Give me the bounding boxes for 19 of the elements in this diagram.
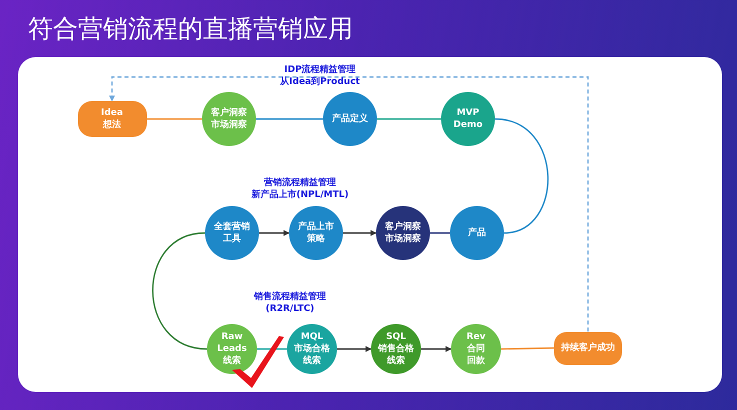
connector-line xyxy=(257,348,287,350)
arrow xyxy=(109,76,589,332)
connector-line xyxy=(377,118,441,120)
connector-line xyxy=(152,232,208,350)
title: 符合营销流程的直播营销应用 xyxy=(28,13,353,45)
section-heading: 销售流程精益管理 (R2R/LTC) xyxy=(252,291,327,315)
arrow xyxy=(343,230,377,236)
arrow xyxy=(421,346,452,352)
section-heading: 营销流程精益管理新产品上市(NPL/MTL) xyxy=(250,177,350,201)
connector-line xyxy=(430,232,450,234)
process-box: Idea 想法 xyxy=(78,101,146,137)
section-heading: IDP流程精益管理从Idea到Product xyxy=(279,64,361,88)
arrow xyxy=(259,230,290,236)
connector-line xyxy=(494,118,549,234)
connector-line xyxy=(146,118,202,120)
process-box: 持续客户成功 xyxy=(554,332,622,364)
arrow xyxy=(337,346,372,352)
connector-line xyxy=(256,118,323,120)
connector-line xyxy=(500,347,554,350)
